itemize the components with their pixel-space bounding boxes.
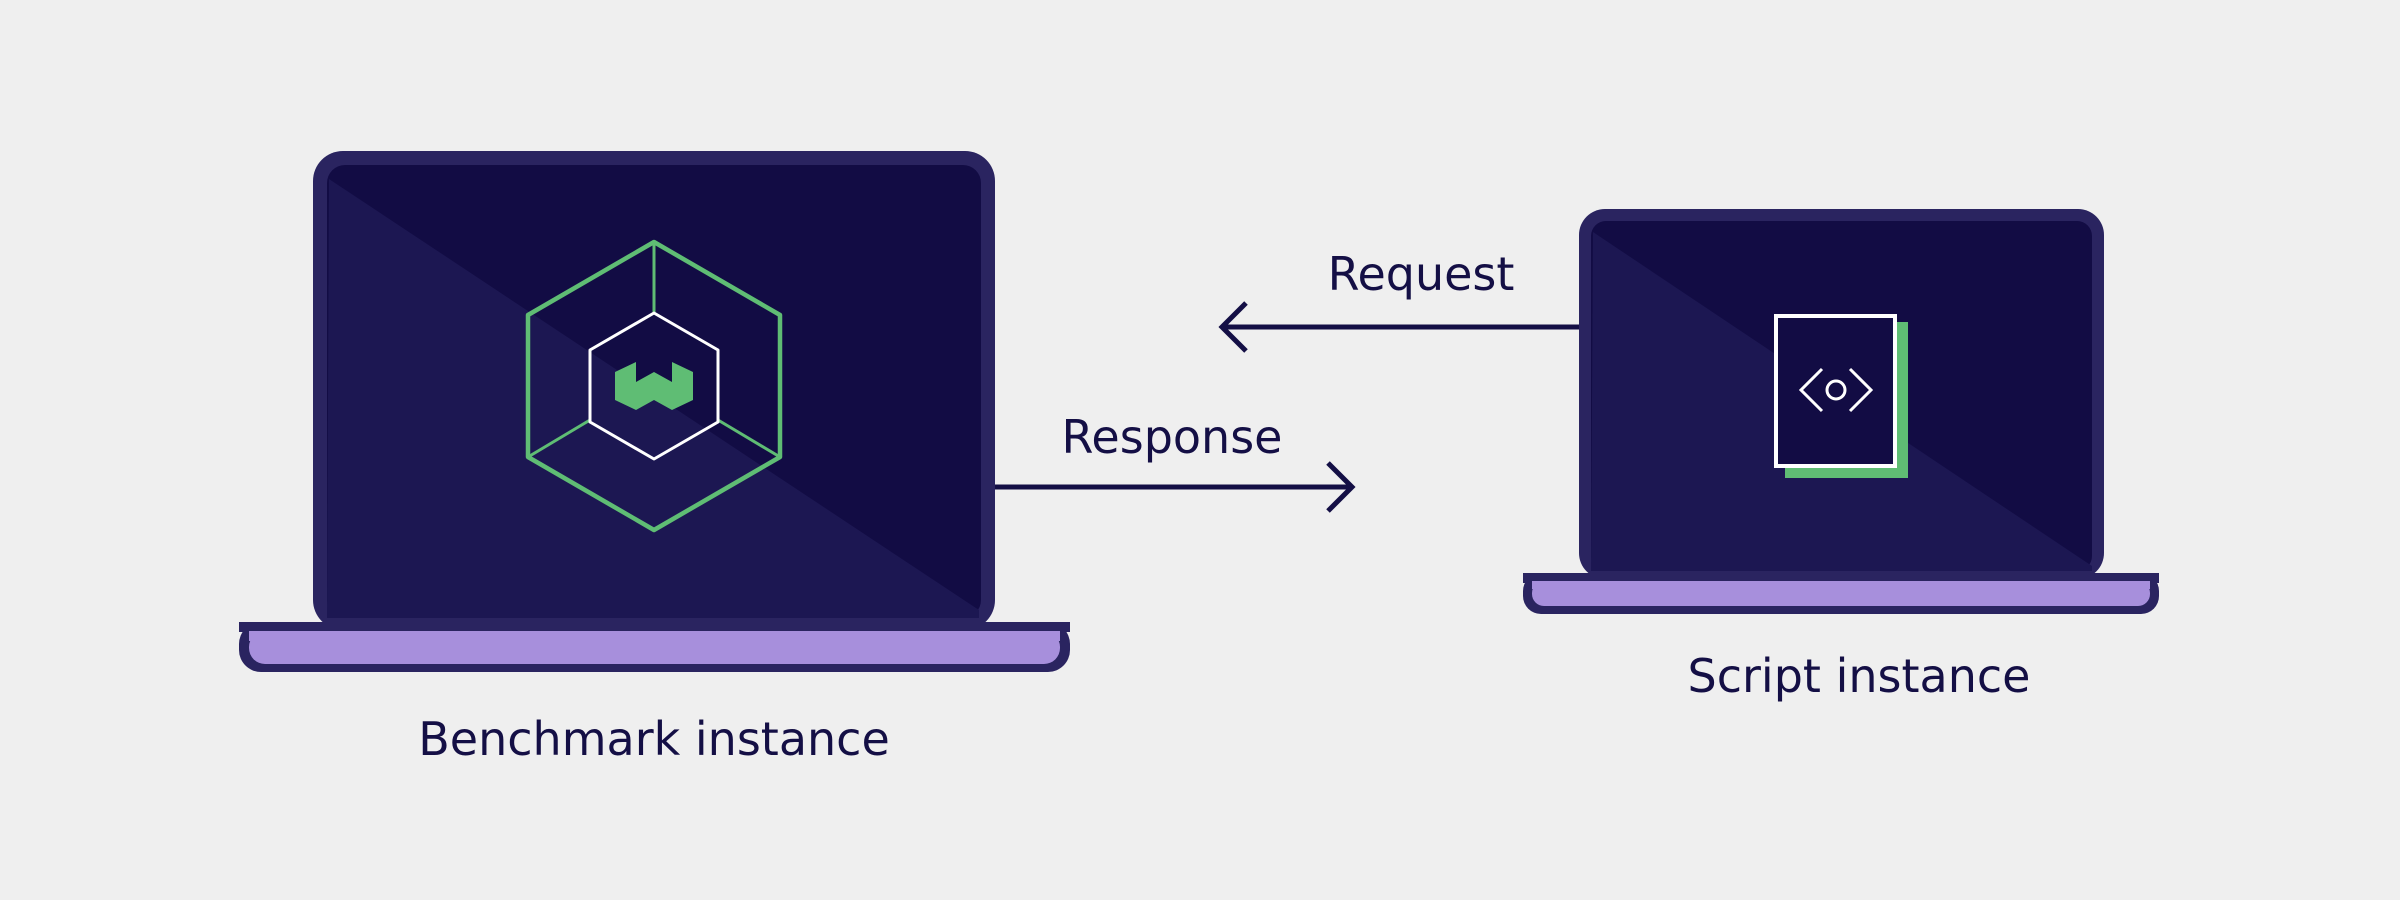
benchmark-laptop-base-fill	[249, 631, 1060, 641]
benchmark-laptop-base-top	[239, 622, 1070, 632]
wiremock-hexagon-logo-icon	[525, 239, 783, 533]
benchmark-instance-label: Benchmark instance	[418, 712, 890, 766]
response-label: Response	[1062, 410, 1283, 464]
code-document-icon	[1774, 314, 1908, 478]
response-arrow: Response	[995, 410, 1356, 513]
script-instance-label: Script instance	[1688, 649, 2031, 703]
script-laptop-base-fill	[1532, 581, 2150, 589]
benchmark-laptop	[239, 151, 1070, 672]
script-laptop	[1523, 209, 2159, 614]
request-arrow: Request	[1218, 247, 1579, 353]
request-label: Request	[1328, 247, 1515, 301]
script-laptop-base-top	[1523, 573, 2159, 583]
